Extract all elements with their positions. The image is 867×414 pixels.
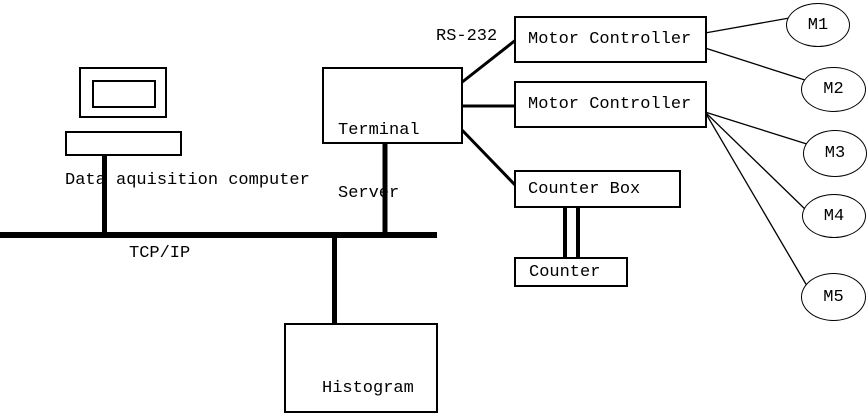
counter-label: Counter — [529, 262, 601, 282]
motor-m3-label: M3 — [824, 144, 846, 163]
mc1-m1-line — [704, 16, 796, 34]
histogram-memory-label-line1: Histogram — [322, 379, 414, 398]
motor-m2-label: M2 — [823, 80, 844, 99]
motor-m3-node: M3 — [803, 130, 867, 177]
terminal-server-box: Terminal Server — [322, 67, 463, 203]
motor-m4-node: M4 — [802, 194, 866, 238]
motor-controller-2-label: Motor Controller — [528, 95, 692, 114]
motor-controller-2-box: Motor Controller — [514, 81, 707, 128]
motor-m5-label: M5 — [823, 287, 844, 307]
histogram-memory-box: Histogram Memory — [284, 323, 438, 413]
motor-m5-node: M5 — [801, 273, 866, 321]
motor-m1-label: M1 — [807, 15, 829, 35]
keyboard — [65, 131, 182, 156]
motor-controller-1-label: Motor Controller — [528, 30, 692, 49]
monitor-screen — [92, 80, 156, 108]
counter-box-label: Counter Box — [528, 179, 641, 199]
motor-m4-label: M4 — [823, 206, 845, 226]
mc1-m2-line — [704, 47, 809, 82]
terminal-server-label-line2: Server — [338, 184, 400, 203]
mc2-m3-line — [704, 111, 811, 146]
motor-m1-node: M1 — [786, 3, 850, 47]
rs232-label: RS-232 — [436, 27, 498, 46]
terminal-server-label-line1: Terminal — [338, 121, 420, 140]
counter: Counter — [514, 257, 628, 287]
motor-m2-node: M2 — [801, 67, 866, 112]
counter-box: Counter Box — [514, 170, 681, 208]
tcpip-label: TCP/IP — [129, 244, 191, 263]
daq-computer-label: Data aquisition computer — [65, 171, 310, 190]
mc2-m4-line — [704, 111, 809, 213]
mc2-m5-line — [704, 111, 811, 292]
ts-counterbox-link-line — [459, 127, 519, 189]
motor-controller-1-box: Motor Controller — [514, 16, 707, 63]
